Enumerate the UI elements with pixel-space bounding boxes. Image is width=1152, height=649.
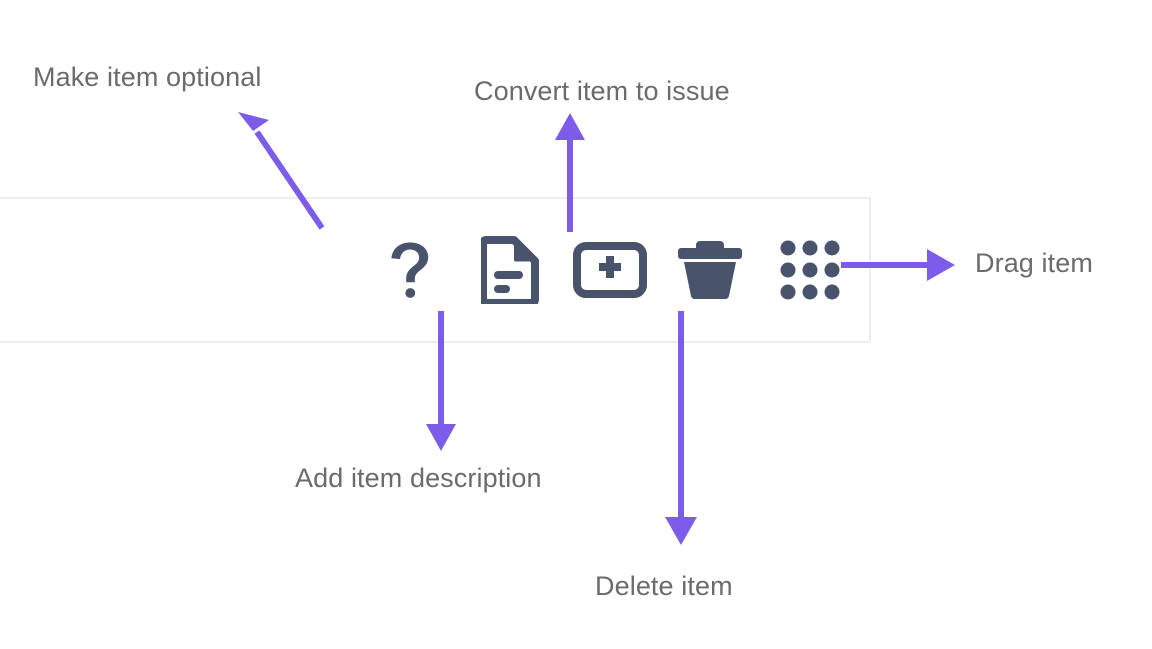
add-item-description-button[interactable] [479,236,541,304]
card-plus-icon [573,242,647,298]
annotation-label-make-item-optional: Make item optional [33,62,262,92]
arrow-delete-item [665,311,697,545]
question-mark-icon [389,240,431,300]
toolbar-icon-row [0,199,869,341]
toolbar-container [0,197,871,343]
annotation-label-drag-item: Drag item [975,248,1093,278]
trash-can-icon [676,238,744,302]
convert-item-to-issue-button[interactable] [573,239,647,301]
annotation-label-delete-item: Delete item [595,571,733,601]
annotation-label-add-item-description: Add item description [295,463,542,493]
grid-dots-drag-icon [780,240,840,300]
delete-item-button[interactable] [676,238,744,302]
annotation-label-convert-item-to-issue: Convert item to issue [474,76,730,106]
make-item-optional-button[interactable] [379,239,441,301]
document-lines-icon [481,236,539,304]
drag-item-handle[interactable] [779,239,841,301]
